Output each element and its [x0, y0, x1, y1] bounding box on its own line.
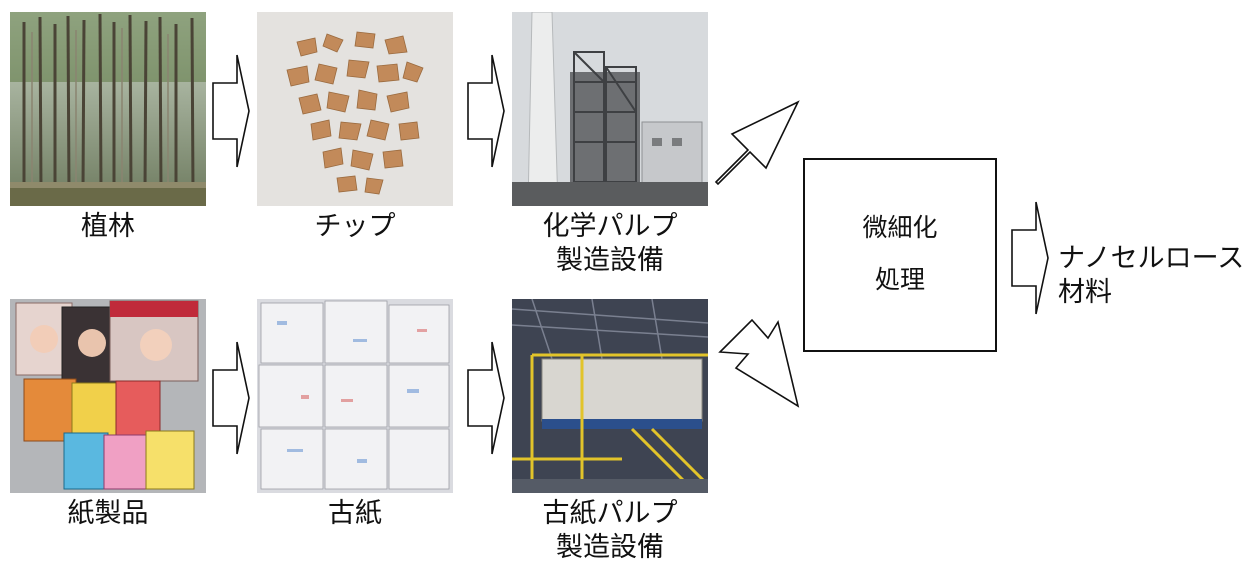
caption-wood-chips: チップ — [314, 211, 396, 242]
waste-paper-bales-photo — [257, 299, 453, 493]
output-line1: ナノセルロース — [1058, 243, 1245, 274]
arrow-down-right-icon — [712, 100, 822, 210]
caption-planted-forest: 植林 — [81, 211, 135, 242]
caption-paper-products: 紙製品 — [67, 498, 149, 529]
caption-waste-paper: 古紙 — [328, 498, 382, 529]
chemical-pulp-plant-photo — [512, 12, 708, 206]
caption-line: 化学パルプ — [542, 211, 678, 242]
caption-recycled-pulp-plant: 古紙パルプ 製造設備 — [512, 497, 708, 565]
arrow-right-icon — [211, 53, 251, 169]
process-box: 微細化 処理 — [803, 158, 997, 352]
arrow-up-right-icon — [718, 318, 828, 428]
caption-chemical-pulp-plant: 化学パルプ 製造設備 — [512, 210, 708, 278]
output-line2: 材料 — [1058, 277, 1112, 308]
process-label-line1: 微細化 — [862, 213, 938, 242]
magazines-photo — [10, 299, 206, 493]
caption-line: 製造設備 — [556, 532, 664, 563]
arrow-right-icon — [466, 53, 506, 169]
arrow-right-icon — [466, 340, 506, 456]
recycled-pulp-plant-photo — [512, 299, 708, 493]
forest-photo — [10, 12, 206, 206]
output-label: ナノセルロース 材料 — [1058, 242, 1244, 310]
wood-chips-photo — [257, 12, 453, 206]
arrow-right-icon — [211, 340, 251, 456]
process-label-line2: 処理 — [874, 265, 925, 294]
arrow-right-icon — [1010, 200, 1050, 316]
caption-line: 製造設備 — [556, 245, 664, 276]
caption-line: 古紙パルプ — [542, 498, 678, 529]
